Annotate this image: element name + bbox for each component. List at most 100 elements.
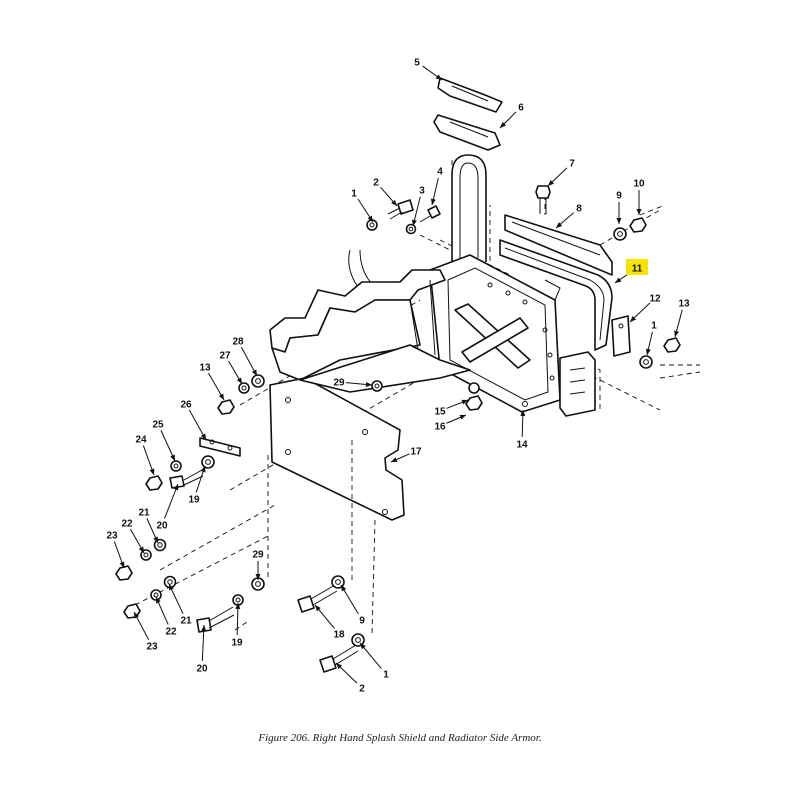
- callout-arrowhead: [138, 546, 144, 553]
- callout-number: 21: [180, 616, 192, 627]
- callout-arrowhead: [367, 215, 373, 222]
- callout-arrowhead: [461, 399, 468, 405]
- side-armor-11: [499, 239, 613, 351]
- callout-arrowhead: [520, 410, 526, 417]
- callout-9: 9: [340, 584, 365, 627]
- callout-number: 6: [518, 103, 524, 114]
- callout-number: 27: [219, 351, 231, 362]
- callout-10: 10: [633, 179, 645, 215]
- callout-arrowhead: [365, 381, 372, 387]
- callout-21: 21: [168, 583, 192, 627]
- callout-number: 10: [633, 179, 645, 190]
- callout-arrowhead: [412, 219, 417, 226]
- callout-number: 13: [199, 363, 211, 374]
- callout-number: 2: [359, 684, 365, 695]
- mount-bracket: [559, 351, 596, 417]
- strap-26: [199, 437, 241, 457]
- callout-number: 15: [434, 407, 446, 418]
- callout-arrowhead: [200, 466, 206, 473]
- callout-arrowhead: [360, 643, 366, 650]
- callout-12: 12: [629, 294, 661, 323]
- callout-arrowhead: [134, 612, 140, 619]
- callout-arrowhead: [459, 415, 466, 420]
- callout-number: 19: [188, 495, 200, 506]
- frame-flange: [269, 269, 446, 381]
- seal-pad-6: [433, 114, 501, 151]
- callout-19: 19: [231, 602, 243, 649]
- callout-arrowhead: [255, 574, 261, 580]
- callout-number: 2: [373, 178, 379, 189]
- callout-arrowhead: [435, 74, 442, 80]
- callout-20: 20: [196, 624, 208, 675]
- callout-leader-line: [201, 624, 205, 662]
- splash-shield: [269, 344, 471, 521]
- callout-25: 25: [152, 420, 176, 462]
- callout-arrowhead: [341, 585, 347, 592]
- callout-arrowhead: [636, 209, 642, 215]
- callout-arrowhead: [173, 484, 179, 491]
- callout-number: 25: [152, 420, 164, 431]
- callout-arrowhead: [430, 198, 436, 205]
- callout-19: 19: [188, 465, 206, 506]
- callout-number: 7: [569, 159, 575, 170]
- callout-number: 12: [649, 294, 661, 305]
- callout-arrowhead: [556, 222, 563, 228]
- callout-arrowhead: [149, 468, 155, 475]
- callout-number: 19: [231, 638, 243, 649]
- callout-16: 16: [434, 414, 467, 433]
- callout-number: 20: [196, 664, 208, 675]
- callout-number: 21: [138, 508, 150, 519]
- bolts: [169, 185, 551, 673]
- callout-number: 11: [632, 264, 643, 275]
- callout-arrowhead: [500, 121, 507, 128]
- center-lines: [134, 195, 701, 631]
- callout-26: 26: [180, 400, 207, 441]
- callout-arrowhead: [169, 584, 174, 591]
- armor-housing: [429, 254, 561, 413]
- callout-arrowhead: [153, 536, 158, 543]
- callout-number: 8: [576, 204, 582, 215]
- callout-number: 26: [180, 400, 192, 411]
- callout-9: 9: [616, 191, 622, 224]
- seal-pad-5: [437, 77, 503, 113]
- callout-1: 1: [351, 189, 374, 223]
- callout-number: 24: [135, 435, 147, 446]
- callout-1: 1: [645, 321, 657, 356]
- callout-arrowhead: [391, 457, 398, 462]
- assembly-guides: [267, 440, 376, 636]
- callout-24: 24: [135, 435, 155, 476]
- callout-number: 5: [414, 58, 420, 69]
- callout-6: 6: [499, 103, 524, 129]
- callout-22: 22: [121, 519, 145, 554]
- callout-number: 22: [165, 627, 177, 638]
- callout-28: 28: [232, 337, 258, 377]
- callout-22: 22: [155, 596, 177, 638]
- callout-arrowhead: [674, 330, 679, 337]
- callout-number: 3: [419, 186, 425, 197]
- callout-1: 1: [359, 642, 389, 681]
- callout-number: 16: [434, 422, 446, 433]
- callout-arrowhead: [391, 199, 397, 206]
- callout-arrowhead: [119, 561, 125, 568]
- lift-handle: [451, 154, 487, 265]
- callout-arrowhead: [251, 369, 257, 376]
- callout-27: 27: [219, 351, 243, 385]
- callout-8: 8: [555, 204, 582, 229]
- callout-arrowhead: [645, 348, 651, 355]
- callout-17: 17: [390, 447, 422, 463]
- callout-20: 20: [156, 483, 179, 532]
- callout-number: 9: [616, 191, 622, 202]
- callout-arrowhead: [200, 433, 206, 440]
- bracket-12: [611, 315, 631, 357]
- callout-number: 1: [651, 321, 657, 332]
- callout-arrowhead: [236, 377, 242, 384]
- callout-3: 3: [412, 186, 425, 227]
- callout-number: 23: [146, 642, 158, 653]
- callout-number: 1: [351, 189, 357, 200]
- callout-arrowhead: [218, 393, 224, 400]
- callout-number: 20: [156, 521, 168, 532]
- callout-13: 13: [674, 299, 690, 338]
